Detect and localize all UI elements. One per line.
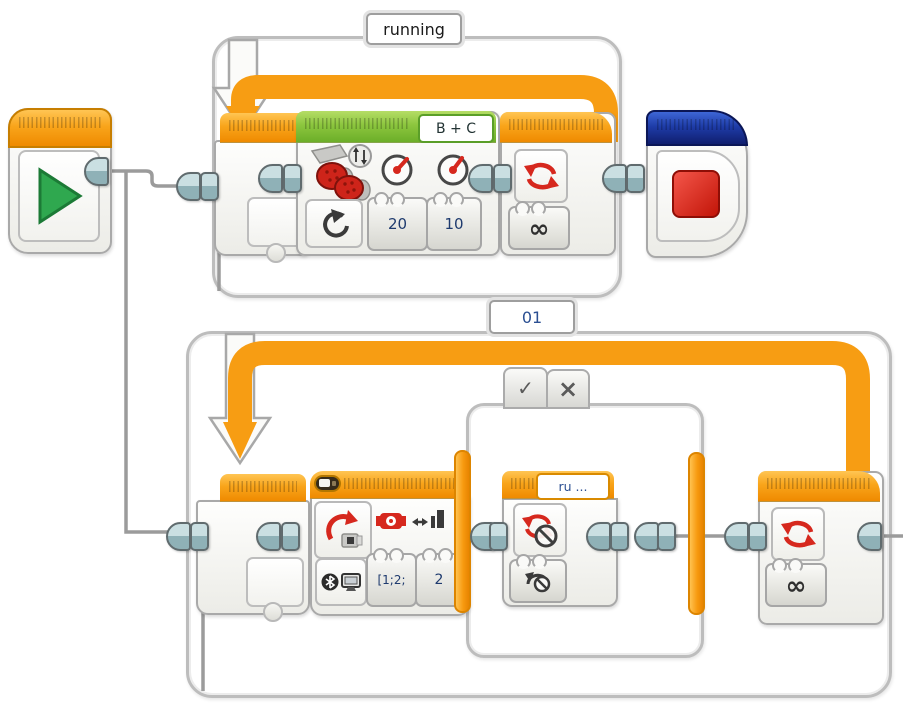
interrupt-mode-field[interactable] — [509, 554, 567, 603]
wire-start-to-loop-running — [107, 169, 178, 188]
start-block-header — [8, 108, 112, 148]
loop-01-label-text: 01 — [521, 307, 543, 327]
sequence-socket[interactable] — [283, 164, 302, 193]
sequence-plug[interactable] — [84, 157, 109, 186]
sequence-plug[interactable] — [857, 522, 882, 551]
button-ids-field[interactable]: [1;2; — [366, 548, 417, 607]
rotate-on-icon — [323, 208, 349, 238]
move-port-selector[interactable]: B + C — [418, 114, 494, 143]
interrupt-mode-icon — [525, 572, 551, 593]
loop-body-slot — [247, 197, 303, 247]
sequence-plug[interactable] — [586, 522, 611, 551]
speed-b-field[interactable]: 20 — [367, 192, 428, 251]
sequence-socket[interactable] — [610, 522, 629, 551]
speed-c-field[interactable]: 10 — [426, 192, 482, 251]
loop-body-slot — [246, 557, 304, 607]
channel-value: 2 — [434, 572, 444, 588]
sequence-plug[interactable] — [166, 522, 191, 551]
loop-01-end-iconbox — [771, 507, 825, 561]
loop-running-band — [231, 75, 618, 142]
loop-icon — [781, 520, 816, 548]
switch-mode-button[interactable] — [315, 558, 367, 606]
sequence-plug[interactable] — [468, 164, 493, 193]
loop-icon — [524, 162, 559, 190]
loop-01-start-header — [220, 474, 306, 502]
cross-tab[interactable]: × — [546, 369, 590, 409]
loop-interrupt-iconbox — [513, 503, 567, 557]
display-icon — [341, 572, 361, 591]
brick-icon — [314, 475, 341, 492]
sequence-socket[interactable] — [489, 522, 508, 551]
move-port-label: B + C — [435, 120, 476, 137]
loop-running-end-header — [500, 112, 612, 143]
check-tab[interactable]: ✓ — [503, 367, 548, 409]
motors-icon — [310, 144, 372, 201]
loop-01-band — [228, 341, 870, 478]
cross-icon: × — [557, 375, 579, 403]
loop-slot-notch — [266, 243, 286, 263]
interrupt-target-selector[interactable]: ru ... — [536, 473, 610, 500]
sequence-socket[interactable] — [493, 164, 512, 193]
switch-left-bracket — [454, 450, 471, 613]
sequence-socket[interactable] — [200, 172, 219, 201]
loop-running-label-text: running — [383, 19, 445, 39]
loop-running-end-iconbox — [514, 149, 568, 203]
speed-gauge-b-icon — [381, 154, 413, 186]
stop-icon — [672, 170, 720, 218]
loop-01-band-arrowhead — [223, 422, 257, 459]
loop-running-start-header — [220, 113, 306, 143]
sequence-socket[interactable] — [190, 522, 209, 551]
sequence-socket[interactable] — [748, 522, 767, 551]
switch-right-bracket — [688, 452, 705, 615]
check-icon: ✓ — [517, 376, 534, 400]
button-ids-value: [1;2; — [377, 573, 406, 587]
loop-slot-notch — [263, 602, 283, 622]
stop-program-block[interactable] — [646, 110, 748, 258]
sequence-socket[interactable] — [281, 522, 300, 551]
infinity-symbol: ∞ — [785, 570, 807, 600]
interrupt-target-label: ru ... — [558, 479, 588, 494]
speed-gauge-c-icon — [437, 154, 469, 186]
speed-c-value: 10 — [444, 215, 464, 233]
sequence-plug[interactable] — [634, 522, 659, 551]
speed-b-value: 20 — [387, 215, 408, 233]
loop-01-label[interactable]: 01 — [489, 300, 575, 334]
loop-01-start[interactable] — [196, 500, 310, 615]
sensor-rotation-icon — [326, 510, 363, 548]
infinity-symbol: ∞ — [528, 213, 550, 243]
sequence-plug[interactable] — [256, 522, 281, 551]
sequence-plug[interactable] — [602, 164, 627, 193]
loop-running-label[interactable]: running — [366, 13, 462, 45]
loop-running-mode-field[interactable]: ∞ — [508, 201, 570, 250]
stop-program-header — [646, 110, 748, 146]
move-mode-button[interactable] — [305, 199, 363, 248]
switch-sensor-iconbox[interactable] — [314, 501, 372, 559]
sequence-plug[interactable] — [258, 164, 283, 193]
compare-bars-icon — [412, 510, 444, 528]
loop-01-end-header — [758, 471, 880, 502]
loop-01-mode-field[interactable]: ∞ — [765, 558, 827, 607]
loop-interrupt-icon — [522, 514, 558, 548]
wire-start-to-loop01 — [124, 171, 168, 534]
motor-mode-icon — [376, 513, 406, 529]
sequence-socket[interactable] — [657, 522, 676, 551]
sequence-plug[interactable] — [176, 172, 201, 201]
play-icon — [38, 167, 83, 225]
sequence-plug[interactable] — [724, 522, 749, 551]
bluetooth-icon — [321, 573, 339, 591]
sequence-socket[interactable] — [626, 164, 645, 193]
